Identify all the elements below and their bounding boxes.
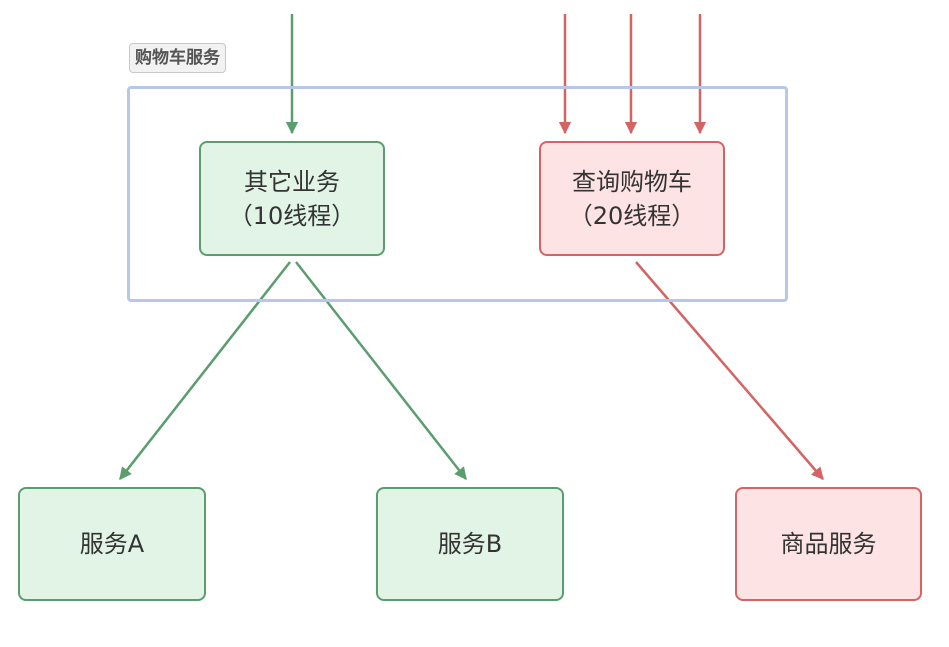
edge-other-to-service-b [295, 261, 467, 480]
cart-service-group [127, 86, 788, 302]
node-service-b-label: 服务B [437, 530, 503, 558]
node-query-cart-line1: 查询购物车 [572, 167, 692, 196]
node-service-a[interactable]: 服务A [18, 487, 206, 601]
group-title: 购物车服务 [129, 43, 226, 73]
node-other-business-line2: （10线程） [228, 201, 356, 230]
node-product-service[interactable]: 商品服务 [735, 487, 922, 601]
node-query-cart[interactable]: 查询购物车 （20线程） [539, 141, 725, 256]
node-service-b[interactable]: 服务B [376, 487, 564, 601]
node-product-service-label: 商品服务 [780, 530, 877, 558]
edge-query-to-product-service [635, 261, 824, 480]
node-other-business-line1: 其它业务 [244, 167, 340, 196]
node-other-business[interactable]: 其它业务 （10线程） [199, 141, 385, 256]
node-service-a-label: 服务A [79, 530, 145, 558]
node-query-cart-line2: （20线程） [568, 201, 696, 230]
edge-other-to-service-a [119, 261, 291, 480]
